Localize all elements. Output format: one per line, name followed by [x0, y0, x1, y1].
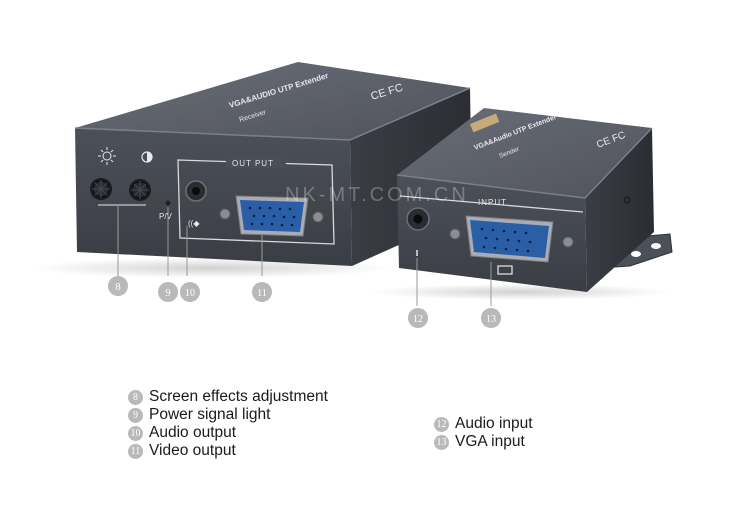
svg-text:10: 10 [185, 288, 195, 299]
legend-item: 12 Audio input [434, 415, 533, 433]
monitor-symbol-icon [497, 265, 513, 275]
input-label-band [399, 195, 584, 213]
svg-text:13: 13 [486, 314, 496, 325]
callout-13: 13 [481, 308, 501, 328]
sender-unit: VGA&Audio UTP Extender Sender CE FC INPU… [396, 108, 673, 292]
led-label: P/V [159, 212, 173, 221]
watermark: NK-MT.COM.CN [285, 184, 469, 206]
callout-11: 11 [252, 282, 272, 302]
power-led [165, 200, 171, 206]
callout-10: 10 [180, 282, 200, 302]
legend-item: 13 VGA input [434, 433, 533, 451]
sender-side-screw [623, 196, 631, 204]
legend-number: 9 [128, 407, 143, 423]
legend-number: 12 [434, 416, 449, 432]
legend-item: 11 Video output [128, 442, 328, 460]
legend-right: 12 Audio input 13 VGA input [434, 415, 533, 451]
brightness-icon [98, 147, 116, 165]
contrast-icon [141, 151, 153, 163]
input-panel-label: INPUT [478, 198, 507, 207]
legend-number: 13 [434, 434, 449, 450]
brightness-knob[interactable] [90, 178, 112, 200]
legend-item: 9 Power signal light [128, 406, 328, 424]
leader-lines [117, 206, 492, 306]
vga-output-port[interactable] [219, 195, 324, 237]
legend-number: 8 [128, 389, 143, 405]
callout-12: 12 [408, 308, 428, 328]
sender-brand-tag [469, 113, 500, 133]
legend-number: 11 [128, 443, 143, 459]
svg-text:9: 9 [165, 287, 171, 299]
legend-label: Power signal light [149, 406, 271, 423]
svg-text:12: 12 [413, 314, 423, 325]
audio-output-symbol: ((◆ [188, 219, 200, 228]
svg-text:11: 11 [257, 288, 267, 299]
legend-item: 8 Screen effects adjustment [128, 388, 328, 406]
vga-input-port[interactable] [449, 215, 574, 263]
legend-label: VGA input [455, 433, 525, 450]
legend-number: 10 [128, 425, 143, 441]
legend-label: Audio input [455, 415, 533, 432]
contrast-knob[interactable] [129, 179, 151, 201]
legend-item: 10 Audio output [128, 424, 328, 442]
product-photo: VGA&AUDIO UTP Extender Receiver CE FC [30, 62, 673, 328]
audio-output-jack[interactable] [185, 180, 207, 202]
svg-text:8: 8 [115, 281, 121, 293]
callout-9: 9 [158, 282, 178, 302]
legend-label: Video output [149, 442, 236, 459]
output-panel-label: OUT PUT [232, 159, 274, 168]
legend-left: 8 Screen effects adjustment 9 Power sign… [128, 388, 328, 460]
legend-label: Audio output [149, 424, 237, 441]
legend-label: Screen effects adjustment [149, 388, 328, 405]
callout-8: 8 [108, 276, 128, 296]
audio-input-jack[interactable] [406, 207, 430, 231]
